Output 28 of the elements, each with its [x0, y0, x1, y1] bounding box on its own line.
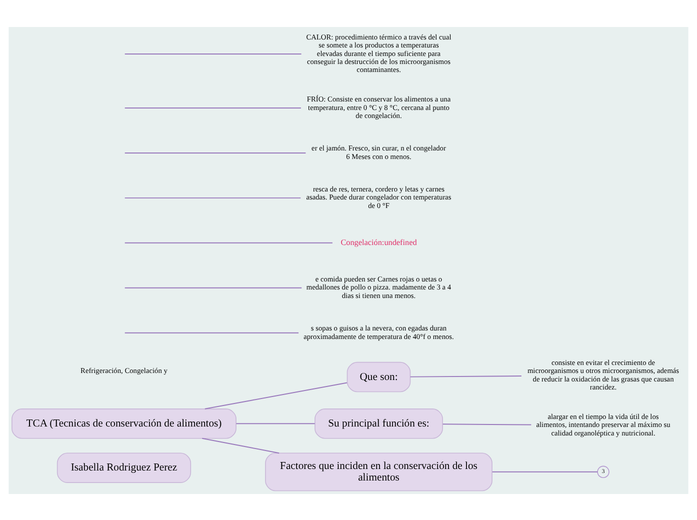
connector: [124, 286, 302, 288]
node-text: e comida pueden ser Carnes rojas o uetas o medallones de pollo o pizza. madamente de 3 a 4 dias si tienen una menos.: [306, 274, 452, 300]
node-text: resca de res, ternera, cordero y letas y carnes asadas. Puede durar congelador con temperaturas de 0 °F: [306, 184, 452, 210]
node-box: Isabella Rodriguez Perez: [56, 452, 192, 482]
connector: [124, 196, 302, 198]
node-box: Factores que inciden en la conservación de los alimentos: [265, 452, 492, 491]
connector: [124, 152, 306, 153]
connector: [442, 423, 532, 425]
connector: [124, 242, 333, 243]
connector: [204, 382, 348, 409]
node-text: alargar en el tiempo la vida útil de los alimentos, intentando preservar al máximo su calidad organoléptica y nutricional.: [536, 411, 670, 437]
node-box: Su principal función es:: [314, 408, 443, 438]
node-text: er el jamón. Fresco, sin curar, n el congelador 6 Meses con o menos.: [312, 143, 446, 160]
node-text: consiste en evitar el crecimiento de microorganismos u otros microorganismos, además de reducir la oxidación de las grasas que causan rancidez.: [527, 357, 680, 391]
connector: [124, 106, 302, 108]
connector: [492, 470, 598, 472]
connector: [236, 422, 316, 424]
node-box: TCA (Tecnicas de conservación de alimentos): [12, 408, 236, 438]
node-text: FRÍO: Consiste en conservar los alimentos a una temperatura, entre 0 °C y 8 °C, cercana al punto de congelación.: [306, 94, 451, 120]
connector: [124, 53, 302, 54]
node-text: CALOR: procedimiento térmico a través del cual se somete a los productos a temperaturas elevadas durante el tiempo suficiente para conseguir la destrucción de los microorganismos contaminantes.: [306, 32, 452, 74]
node-text: Congelación:undefined: [340, 237, 417, 246]
connector: [202, 437, 280, 454]
node-box: Que son:: [346, 361, 411, 392]
connector: [410, 375, 522, 377]
node-text: s sopas o guisos a la nevera, con egadas duran aproximadamente de temperatura de 40°f o menos.: [304, 323, 454, 340]
connector: [124, 332, 300, 333]
node-text: Refrigeración, Congelación y: [80, 366, 168, 375]
